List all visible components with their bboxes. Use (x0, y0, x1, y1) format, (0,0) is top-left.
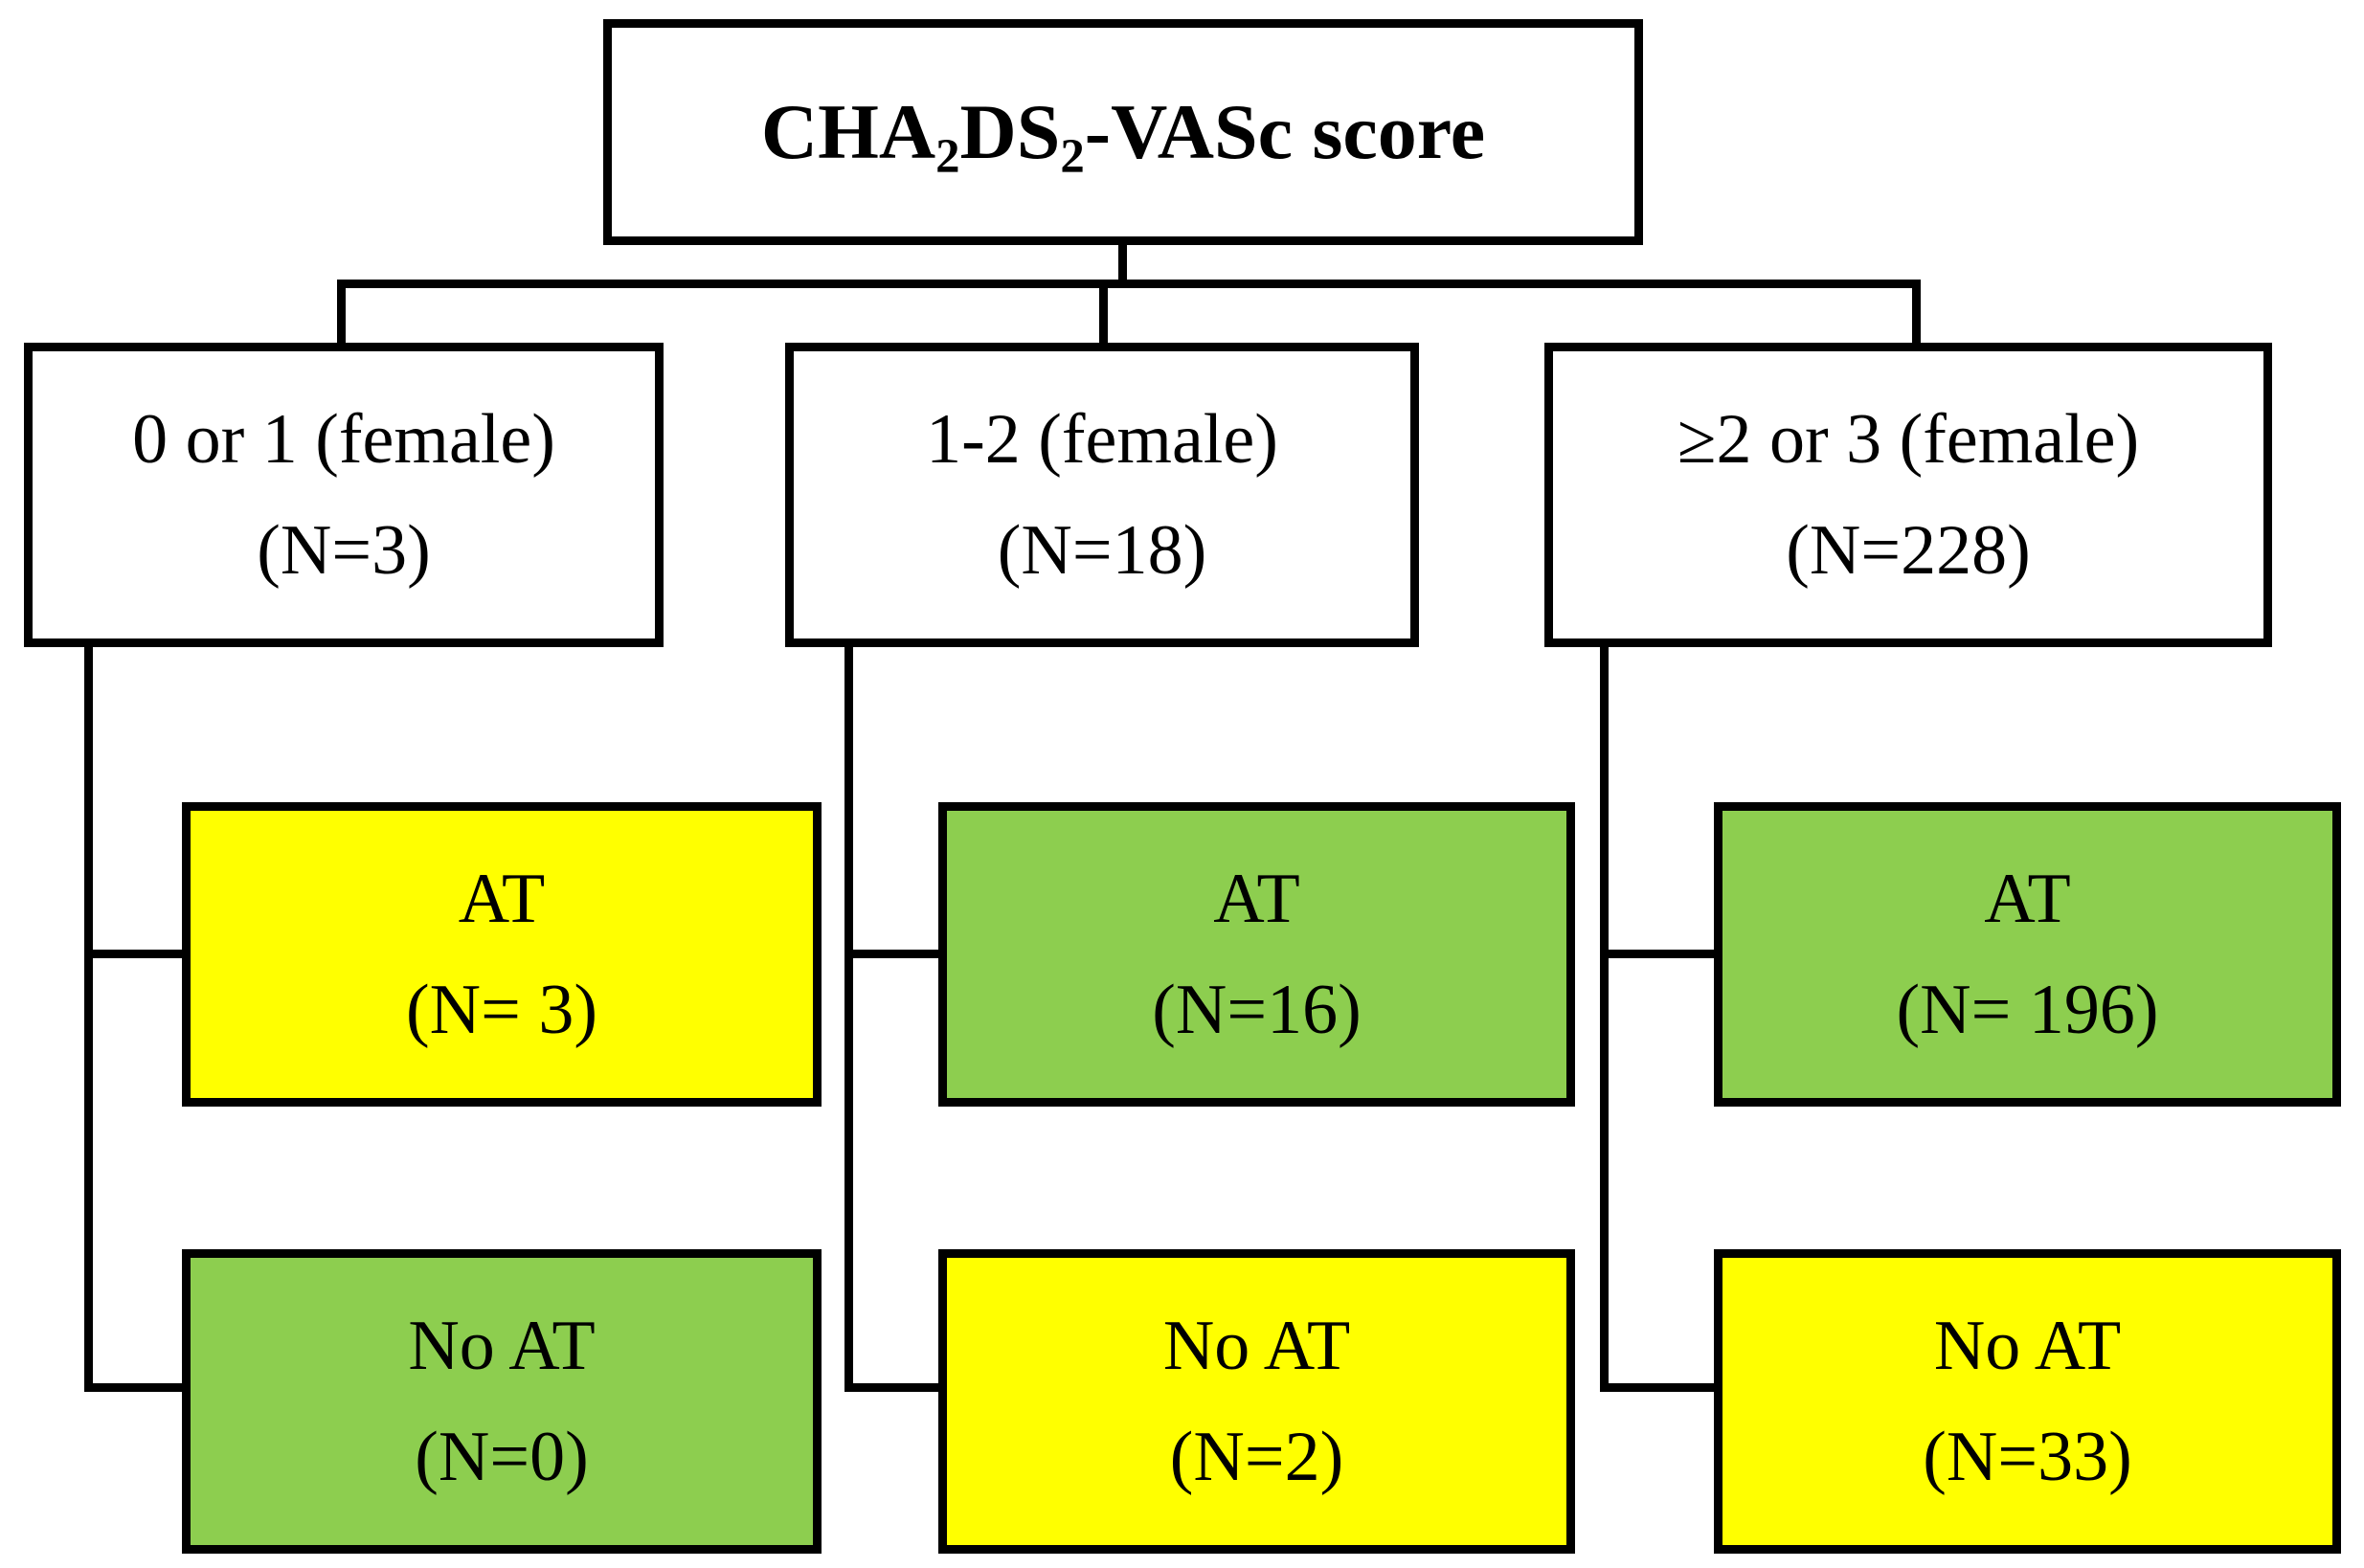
connector-col1-to-noat (84, 1383, 188, 1392)
connector-bus-to-col3 (1912, 280, 1921, 347)
no-at-node-col1-count: (N=0) (415, 1418, 589, 1496)
no-at-node-col3-count: (N=33) (1923, 1418, 2132, 1496)
score-node-col1: 0 or 1 (female) (N=3) (24, 343, 664, 647)
score-node-col1-count: (N=3) (257, 511, 431, 590)
connector-col2-spine (844, 641, 853, 1392)
connector-col1-to-at (84, 950, 188, 958)
connector-col3-to-noat (1600, 1383, 1720, 1392)
no-at-node-col2-count: (N=2) (1169, 1418, 1344, 1496)
root-node-label: CHA2DS2-VASc score (760, 88, 1486, 184)
subscript-2-first: 2 (935, 129, 960, 184)
connector-root-stem (1118, 244, 1127, 288)
score-node-col3-count: (N=228) (1786, 511, 2031, 590)
score-node-col1-label: 0 or 1 (female) (132, 400, 555, 479)
connector-bus-to-col1 (337, 280, 346, 347)
score-node-col3: ≥2 or 3 (female) (N=228) (1544, 343, 2272, 647)
connector-col2-to-at (844, 950, 944, 958)
score-node-col2-count: (N=18) (997, 511, 1207, 590)
root-node-chads-vasc-score: CHA2DS2-VASc score (603, 19, 1643, 245)
score-node-col3-label: ≥2 or 3 (female) (1677, 400, 2140, 479)
no-at-node-col1-label: No AT (408, 1307, 596, 1385)
connector-bus-to-col2 (1099, 280, 1108, 347)
no-at-node-col2: No AT (N=2) (938, 1249, 1575, 1554)
at-node-col2: AT (N=16) (938, 802, 1575, 1107)
at-node-col1-label: AT (458, 860, 546, 938)
no-at-node-col3-label: No AT (1933, 1307, 2122, 1385)
at-node-col2-count: (N=16) (1152, 971, 1362, 1049)
score-node-col2: 1-2 (female) (N=18) (785, 343, 1419, 647)
no-at-node-col3: No AT (N=33) (1714, 1249, 2341, 1554)
connector-col3-to-at (1600, 950, 1720, 958)
subscript-2-second: 2 (1060, 129, 1085, 184)
score-node-col2-label: 1-2 (female) (926, 400, 1278, 479)
no-at-node-col2-label: No AT (1162, 1307, 1351, 1385)
connector-col2-to-noat (844, 1383, 944, 1392)
at-node-col3: AT (N= 196) (1714, 802, 2341, 1107)
at-node-col2-label: AT (1213, 860, 1300, 938)
connector-col1-spine (84, 641, 93, 1392)
at-node-col3-count: (N= 196) (1896, 971, 2159, 1049)
connector-horizontal-bus (337, 280, 1921, 288)
connector-col3-spine (1600, 641, 1609, 1392)
at-node-col1-count: (N= 3) (406, 971, 597, 1049)
at-node-col3-label: AT (1984, 860, 2071, 938)
no-at-node-col1: No AT (N=0) (182, 1249, 822, 1554)
at-node-col1: AT (N= 3) (182, 802, 822, 1107)
